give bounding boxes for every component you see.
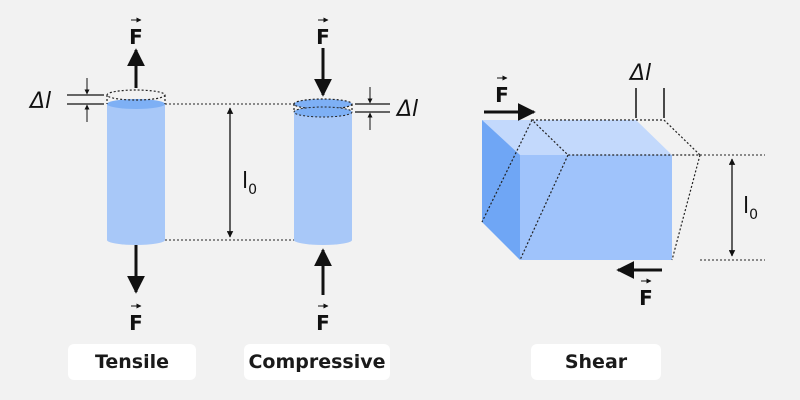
shear-force-top-label: F [495, 75, 509, 107]
svg-text:F: F [495, 83, 509, 107]
caption-tensile: Tensile [68, 344, 196, 380]
compressive-cylinder-top [293, 106, 353, 118]
tensile-cylinder-body [107, 104, 165, 240]
compressive-diagram [293, 48, 390, 295]
compressive-cylinder-body [294, 112, 352, 240]
shear-length-label: l0 [743, 194, 758, 223]
tensile-cylinder-bottom [107, 235, 165, 245]
compressive-force-bottom-label: F [316, 303, 330, 335]
svg-text:F: F [129, 311, 143, 335]
compressive-delta-l-label: Δl [395, 97, 418, 122]
svg-text:F: F [316, 25, 330, 49]
shear-block-top-face [482, 120, 672, 155]
svg-text:F: F [316, 311, 330, 335]
compressive-cylinder-bottom [294, 235, 352, 245]
caption-compressive: Compressive [244, 344, 390, 380]
tensile-length-label: l0 [242, 169, 257, 198]
svg-text:F: F [129, 25, 143, 49]
compressive-force-top-label: F [316, 17, 330, 49]
tensile-force-bottom-label: F [129, 303, 143, 335]
svg-text:F: F [639, 286, 653, 310]
shear-deformed-outline [530, 119, 702, 156]
tensile-delta-l-label: Δl [28, 89, 51, 114]
shear-diagram [481, 88, 765, 279]
tensile-force-top-label: F [129, 17, 143, 49]
shear-force-bottom-label: F [639, 278, 653, 310]
tensile-stretched-outline [106, 89, 166, 101]
tensile-cylinder-top [107, 99, 165, 109]
caption-shear: Shear [531, 344, 661, 380]
shear-block-front-face [520, 155, 672, 260]
tensile-diagram [67, 48, 166, 294]
shear-delta-l-label: Δl [628, 61, 651, 86]
